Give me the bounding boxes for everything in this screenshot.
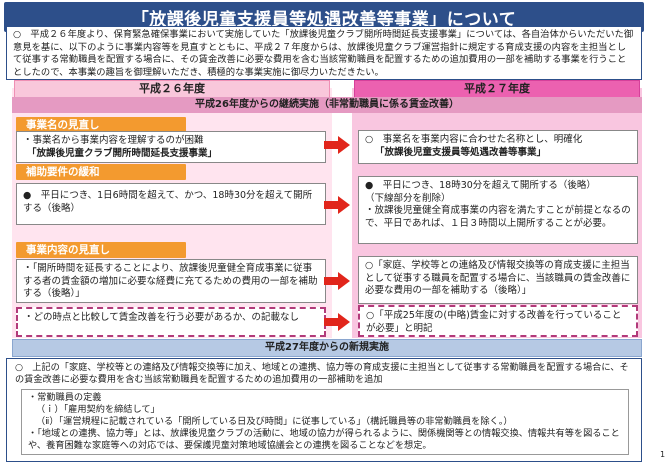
right-text: ● 平日につき、18時30分を超えて開所する（後略）: [365, 180, 596, 191]
page-number: 1: [660, 450, 666, 459]
left-text: ・事業名から事業内容を理解するのが困難: [23, 135, 204, 146]
arrow-icon: [324, 136, 350, 154]
right-box-requirements: ● 平日につき、18時30分を超えて開所する（後略） （下線部分を削除） ・放課…: [358, 176, 638, 244]
section-heading-name: 事業名の見直し: [16, 117, 186, 133]
arrow-icon: [324, 272, 350, 290]
right-text: ・放課後児童健全育成事業の内容を満たすことが前提となるので、平日であれば、１日３…: [365, 205, 631, 229]
right-text: ○「平成25年度の(中略)賃金に対する改善を行っていることが必要」と明記: [366, 310, 622, 334]
section-heading-content: 事業内容の見直し: [16, 242, 186, 258]
left-text: ・どの時点と比較して賃金改善を行う必要があるか、の記載なし: [24, 312, 300, 323]
continued-band: 平成26年度からの継続実施（非常勤職員に係る賃金改善）: [12, 97, 642, 113]
year-header-left: 平成２６年度: [14, 80, 330, 98]
right-text: ○ 事業名を事業内容に合わせた名称とし、明確化: [365, 134, 583, 145]
section-heading-requirements: 補助要件の緩和: [16, 164, 186, 180]
right-box-name: ○ 事業名を事業内容に合わせた名称とし、明確化 「放課後児童支援員等処遇改善等事…: [358, 130, 638, 164]
new-implementation-box: ○ 上記の「家庭、学校等との連絡及び情報交換等に加え、地域との連携、協力等の育成…: [6, 358, 642, 462]
left-box-content: ・「開所時間を延長することにより、放課後児童健全育成事業に従事する者の賃金額の増…: [16, 259, 326, 303]
arrow-icon: [324, 313, 350, 331]
new-band: 平成27年度からの新規実施: [12, 339, 642, 357]
right-text: （下線部分を削除）: [365, 192, 451, 204]
left-text: ・「開所時間を延長することにより、放課後児童健全育成事業に従事する者の賃金額の増…: [23, 263, 318, 299]
detail-line: （ｉ）「雇用契約を締結して」: [36, 404, 160, 415]
left-box-name: ・事業名から事業内容を理解するのが困難 「放課後児童クラブ開所時間延長支援事業」: [16, 131, 326, 163]
left-bold-text: 「放課後児童クラブ開所時間延長支援事業」: [27, 147, 218, 159]
right-bold-text: 「放課後児童支援員等処遇改善等事業」: [375, 146, 547, 158]
right-box-dashed: ○「平成25年度の(中略)賃金に対する改善を行っていることが必要」と明記: [358, 305, 638, 337]
intro-paragraph: ○ 平成２６年度より、保育緊急確保事業において実施していた「放課後児童クラブ開所…: [6, 26, 642, 80]
new-detail-box: ・常勤職員の定義 （ｉ）「雇用契約を締結して」 （ⅱ）「運営規程に記載されている…: [21, 389, 629, 455]
right-box-content: ○「家庭、学校等との連絡及び情報交換等の育成支援に主担当として従事する職員を配置…: [358, 256, 638, 304]
page-title: 「放課後児童支援員等処遇改善等事業」について: [131, 10, 517, 30]
arrow-icon: [324, 196, 350, 214]
detail-line: ・常勤職員の定義: [28, 392, 102, 403]
detail-line: ・「地域との連携、協力等」とは、放課後児童クラブの活動に、地域の協力が得られるよ…: [28, 428, 620, 451]
detail-line: （ⅱ）「運営規程に記載されている「開所している日及び時間」に従事している」（構託…: [36, 416, 513, 427]
left-box-requirements: ● 平日につき、1日6時間を超えて、かつ、18時30分を超えて開所する（後略）: [16, 183, 326, 225]
left-box-dashed: ・どの時点と比較して賃金改善を行う必要があるか、の記載なし: [16, 307, 326, 337]
left-text: ● 平日につき、1日6時間を超えて、かつ、18時30分を超えて開所する（後略）: [23, 190, 313, 214]
new-main-text: ○ 上記の「家庭、学校等との連絡及び情報交換等に加え、地域との連携、協力等の育成…: [15, 362, 629, 385]
year-header-right: 平成２７年度: [354, 80, 640, 98]
right-text: ○「家庭、学校等との連絡及び情報交換等の育成支援に主担当として従事する職員を配置…: [365, 260, 631, 296]
